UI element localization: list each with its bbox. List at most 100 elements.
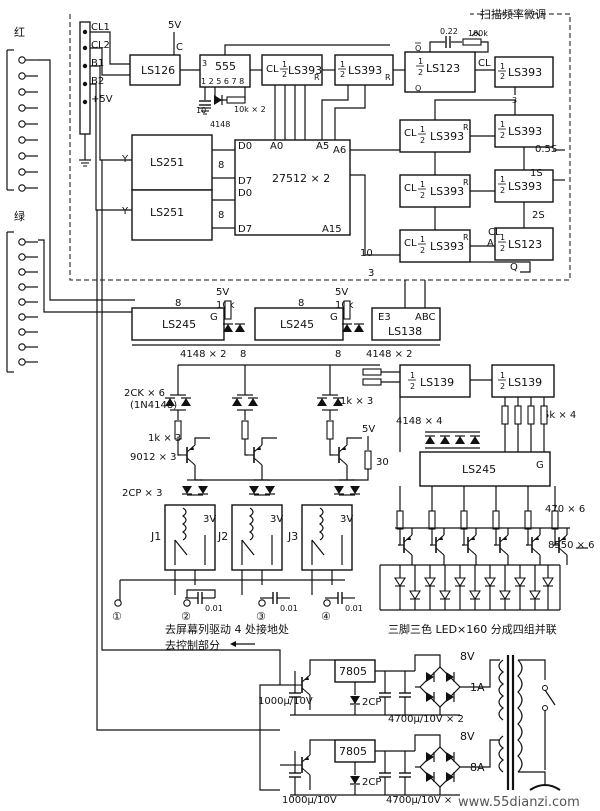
terminal-number: ④: [321, 610, 331, 623]
connector-pin: [18, 298, 26, 306]
chip-label: LS393: [430, 240, 464, 253]
connector-pin: [18, 268, 26, 276]
frac: 2: [410, 382, 415, 391]
wire: [346, 437, 362, 445]
frac: 2: [500, 244, 505, 253]
chip-ls245-2: LS245 G 8: [254, 298, 344, 341]
connector-pin: [18, 168, 26, 176]
wire: [177, 439, 181, 456]
pin-a0: A0: [270, 141, 283, 152]
diode-2cp-label: 2CP: [362, 777, 381, 788]
relay-body: [231, 504, 283, 571]
diode-4148x2: 4148 × 2: [180, 349, 227, 360]
reg-label: 7805: [339, 665, 367, 678]
chip-label: LS251: [150, 206, 184, 219]
transistor-8550: 8550 × 6: [548, 540, 595, 551]
connector-pin: [18, 238, 26, 246]
pin-cl: CL: [404, 183, 417, 194]
chip-label: LS393: [288, 64, 322, 77]
chip-label: LS393: [508, 125, 542, 138]
filter-cap: [398, 692, 412, 698]
bus-8: 8: [298, 298, 304, 309]
wire: [241, 539, 255, 556]
pin-qbar: Q: [415, 44, 421, 53]
chip-ls139-2: 1 2 LS139: [491, 364, 555, 398]
frac: 1: [500, 62, 505, 71]
diode-4148x2: 4148 × 2: [366, 349, 413, 360]
pin-a6: A6: [333, 145, 346, 156]
relay-voltage: 3V: [203, 514, 216, 525]
cap-4700x2: 4700μ/10V × 2: [388, 714, 464, 725]
chip-label: LS393: [508, 66, 542, 79]
transformer: [498, 655, 561, 791]
wire: [494, 535, 497, 546]
pin-e3: E3: [378, 312, 391, 323]
bus-10: 10: [360, 248, 373, 259]
wire: [174, 539, 188, 556]
frac: 2: [500, 72, 505, 81]
diode-4148: 4148: [210, 120, 230, 129]
frac: 1: [410, 371, 415, 380]
led: [439, 590, 451, 601]
led: [542, 577, 554, 588]
res-30: 30: [376, 457, 389, 468]
cap-1000: 1000μ/10V: [282, 795, 337, 806]
frac: 2: [420, 191, 425, 200]
frac: 2: [500, 186, 505, 195]
frac: 1: [500, 120, 505, 129]
label-red: 红: [14, 26, 25, 39]
pin-cl: CL: [488, 227, 501, 238]
cap-1000: 1000μ/10V: [258, 696, 313, 707]
chip-ls251-2: Y LS251: [121, 189, 213, 241]
vcc-5v: 5V: [362, 424, 375, 435]
led: [529, 590, 541, 601]
diode-2cp: [264, 485, 276, 495]
frac: 2: [340, 70, 345, 79]
wire: [526, 535, 529, 546]
led: [394, 577, 406, 588]
wire: [261, 437, 277, 445]
frac: 2: [282, 70, 287, 79]
diode-2ck: [231, 397, 243, 407]
pin-abc: ABC: [415, 312, 436, 323]
bus-3: 3: [368, 268, 374, 279]
frac: 1: [418, 57, 423, 66]
wire: [414, 654, 441, 671]
terminal-number: ①: [112, 610, 122, 623]
led: [484, 577, 496, 588]
chip-ls251-1: Y LS251: [121, 134, 213, 191]
chip-label: LS123: [508, 238, 542, 251]
to-screen-note: 去屏幕列驱动 4 处接地处: [165, 622, 289, 636]
res-10k2: 10k × 2: [234, 105, 266, 114]
coil: [181, 507, 187, 541]
watermark: www.55dianzi.com: [458, 795, 580, 810]
bus-8: 8: [175, 298, 181, 309]
frac: 1: [340, 60, 345, 69]
res-470: [551, 510, 559, 530]
diode-2ck: [247, 397, 259, 407]
terminal-number: ②: [181, 610, 191, 623]
chip-label: LS245: [162, 318, 196, 331]
pin-b1: B1: [91, 58, 104, 69]
bus-8: 8: [335, 349, 341, 360]
frac: 1: [500, 371, 505, 380]
pin-g: G: [210, 312, 218, 323]
wire: [460, 659, 500, 688]
pin-a5: A5: [316, 141, 329, 152]
connector-pin: [18, 358, 26, 366]
led: [424, 577, 436, 588]
connector-pin: [18, 120, 26, 128]
diode-4148: [439, 435, 451, 445]
wire: [414, 734, 441, 751]
chip-label: LS245: [280, 318, 314, 331]
volt-label: 8V: [460, 730, 475, 743]
pin-cl: CL: [266, 64, 279, 75]
chip-label: LS139: [508, 376, 542, 389]
pin-r: R: [385, 73, 391, 82]
chip-ls138: E3 ABC LS138: [371, 307, 441, 341]
transistor-9012: [332, 444, 348, 466]
chip-label: LS393: [430, 130, 464, 143]
res-5kx4: 5k × 4: [543, 410, 576, 421]
